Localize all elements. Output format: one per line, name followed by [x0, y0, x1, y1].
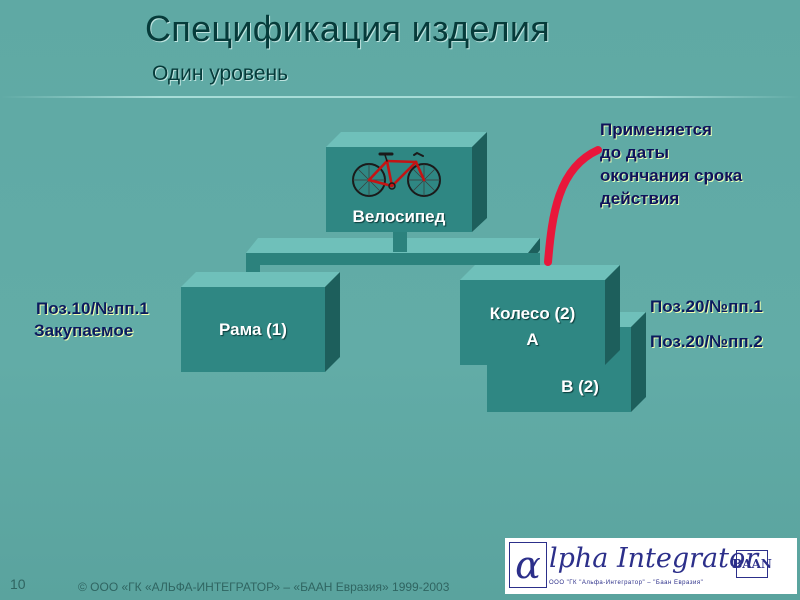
wheel-b-label: В (2) [561, 377, 599, 396]
frame-box [181, 272, 340, 372]
callout-text: Применяется до даты окончания срока дейс… [600, 118, 800, 210]
callout-line-3: окончания срока [600, 166, 743, 185]
callout-line-4: действия [600, 189, 680, 208]
left-note-purchased: Закупаемое [34, 321, 134, 340]
logo-wordmark: lpha Integrator [549, 543, 759, 574]
callout-line-1: Применяется [600, 120, 712, 139]
page-title: Спецификация изделия [145, 8, 551, 49]
callout-connector [544, 146, 602, 266]
wheel-a-box [460, 265, 620, 365]
root-label: Велосипед [352, 207, 446, 226]
callout-line-2: до даты [600, 143, 669, 162]
right-note-position-1: Поз.20/№пп.1 [650, 297, 763, 316]
title-divider [0, 96, 800, 98]
baan-logo-mark: BAAN [732, 550, 772, 578]
right-note-position-2: Поз.20/№пп.2 [650, 332, 763, 351]
wheel-a-label-line2: А [526, 330, 539, 349]
copyright: © ООО «ГК «АЛЬФА-ИНТЕГРАТОР» – «БААН Евр… [78, 580, 450, 594]
wheel-a-label-line1: Колесо (2) [489, 304, 576, 323]
page-subtitle: Один уровень [152, 62, 289, 85]
left-note-position: Поз.10/№пп.1 [36, 299, 149, 318]
logo-tagline: ООО "ГК "Альфа-Интегратор" – "Баан Евраз… [549, 580, 704, 586]
frame-label: Рама (1) [219, 320, 287, 339]
company-logo: α lpha Integrator ООО "ГК "Альфа-Интегра… [505, 538, 797, 594]
page-number: 10 [10, 576, 26, 592]
root-box [326, 132, 487, 232]
bicycle-icon [352, 151, 441, 197]
alpha-logo-mark: α [509, 542, 547, 588]
